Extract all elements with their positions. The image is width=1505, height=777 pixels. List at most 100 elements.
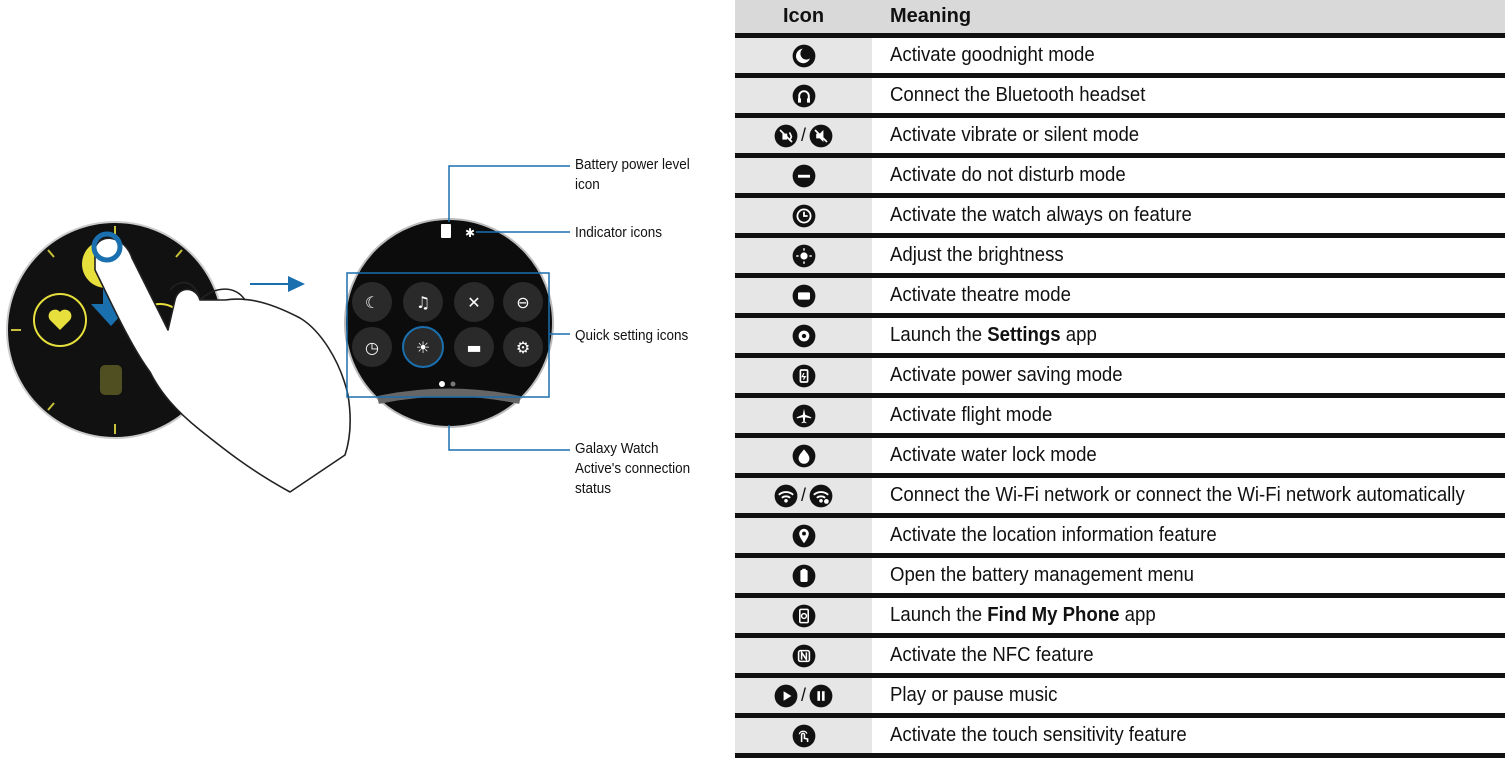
meaning-cell: Activate theatre mode <box>872 275 1505 318</box>
table-header-row: Icon Meaning <box>735 0 1505 38</box>
table-row: Activate power saving mode <box>735 355 1505 398</box>
icon-cell <box>735 715 872 758</box>
table-row: Activate the NFC feature <box>735 635 1505 678</box>
meaning-text-pre: Activate the NFC feature <box>890 644 1094 666</box>
meaning-cell: Activate the location information featur… <box>872 515 1505 558</box>
meaning-text: Launch the Settings app <box>890 324 1097 347</box>
meaning-cell: Activate the NFC feature <box>872 635 1505 678</box>
icon-cell <box>735 395 872 438</box>
meaning-text-pre: Activate the watch always on feature <box>890 204 1192 226</box>
theatre-icon <box>792 284 815 307</box>
meaning-text-pre: Activate goodnight mode <box>890 44 1095 66</box>
header-icon: Icon <box>735 0 872 38</box>
moon-icon <box>792 44 815 67</box>
icon-cell <box>735 515 872 558</box>
icon-separator: / <box>800 125 806 145</box>
meaning-text-pre: Launch the <box>890 604 988 626</box>
svg-text:◷: ◷ <box>365 338 379 357</box>
svg-text:⊖: ⊖ <box>516 293 529 312</box>
meaning-text: Connect the Wi-Fi network or connect the… <box>890 484 1465 507</box>
meaning-cell: Activate flight mode <box>872 395 1505 438</box>
svg-text:⚙: ⚙ <box>516 338 530 357</box>
touch-sensitivity-icon <box>792 724 815 747</box>
meaning-text: Open the battery management menu <box>890 564 1194 587</box>
callout-connection-line1: Galaxy Watch <box>575 440 659 457</box>
icon-cell <box>735 275 872 318</box>
icon-cell <box>735 195 872 238</box>
wifi-auto-icon <box>809 484 833 507</box>
meaning-text: Adjust the brightness <box>890 244 1064 267</box>
meaning-text-bold: Settings <box>987 324 1061 346</box>
meaning-text: Connect the Bluetooth headset <box>890 84 1145 107</box>
meaning-cell: Adjust the brightness <box>872 235 1505 278</box>
do-not-disturb-icon <box>792 164 815 187</box>
meaning-text: Play or pause music <box>890 684 1057 707</box>
table-row: Activate flight mode <box>735 395 1505 438</box>
water-drop-icon <box>792 444 815 467</box>
watch-illustration: ✱ ☾ ♫ ✕ ⊖ ◷ ☀ ▬ ⚙ <box>6 165 570 493</box>
icon-cell <box>735 35 872 78</box>
table-row: Activate goodnight mode <box>735 35 1505 78</box>
meaning-text-pre: Activate the location information featur… <box>890 524 1217 546</box>
touch-point <box>91 231 123 263</box>
table-row: Connect the Bluetooth headset <box>735 75 1505 118</box>
meaning-text: Activate theatre mode <box>890 284 1071 307</box>
meaning-cell: Activate the touch sensitivity feature <box>872 715 1505 758</box>
svg-text:☀: ☀ <box>416 338 430 357</box>
svg-text:♫: ♫ <box>416 293 430 312</box>
wifi-icon <box>774 484 798 507</box>
table-row: Activate the touch sensitivity feature <box>735 715 1505 758</box>
callout-quick-line1: Quick setting icons <box>575 327 689 344</box>
table-row: /Connect the Wi-Fi network or connect th… <box>735 475 1505 518</box>
meaning-text-post: app <box>1060 324 1097 346</box>
table-row: Activate theatre mode <box>735 275 1505 318</box>
table-row: Adjust the brightness <box>735 235 1505 278</box>
callout-indicator-line1: Indicator icons <box>575 224 663 241</box>
meaning-text-pre: Launch the <box>890 324 988 346</box>
meaning-text: Activate the NFC feature <box>890 644 1094 667</box>
callout-battery-line1: Battery power level <box>575 156 690 173</box>
meaning-text-pre: Activate vibrate or silent mode <box>890 124 1140 146</box>
icon-cell <box>735 75 872 118</box>
meaning-text: Activate flight mode <box>890 404 1052 427</box>
power-saving-icon <box>792 364 815 387</box>
meaning-text: Activate power saving mode <box>890 364 1123 387</box>
meaning-cell: Activate do not disturb mode <box>872 155 1505 198</box>
meaning-text-pre: Activate power saving mode <box>890 364 1123 386</box>
meaning-cell: Launch the Find My Phone app <box>872 595 1505 638</box>
nfc-icon <box>792 644 815 667</box>
callout-indicator-icons: Indicator icons <box>575 223 662 243</box>
vibrate-icon <box>774 124 798 147</box>
callout-quick-setting-icons: Quick setting icons <box>575 326 688 346</box>
meaning-text-pre: Connect the Bluetooth headset <box>890 84 1146 106</box>
meaning-text: Launch the Find My Phone app <box>890 604 1156 627</box>
meaning-text-pre: Open the battery management menu <box>890 564 1194 586</box>
table-row: Activate the location information featur… <box>735 515 1505 558</box>
meaning-text-pre: Adjust the brightness <box>890 244 1064 266</box>
airplane-icon <box>792 404 815 427</box>
meaning-cell: Activate water lock mode <box>872 435 1505 478</box>
pause-icon <box>809 684 833 707</box>
meaning-text: Activate vibrate or silent mode <box>890 124 1139 147</box>
callout-lines <box>346 165 570 451</box>
table-row: Open the battery management menu <box>735 555 1505 598</box>
callout-battery-power-level: Battery power level icon <box>575 155 690 195</box>
icon-cell: / <box>735 115 872 158</box>
meaning-text: Activate goodnight mode <box>890 44 1095 67</box>
callout-battery-line2: icon <box>575 176 600 193</box>
meaning-cell: Activate power saving mode <box>872 355 1505 398</box>
meaning-text-post: app <box>1119 604 1156 626</box>
meaning-text: Activate do not disturb mode <box>890 164 1126 187</box>
right-watch-face: ✱ ☾ ♫ ✕ ⊖ ◷ ☀ ▬ ⚙ <box>344 218 554 428</box>
meaning-cell: Connect the Wi-Fi network or connect the… <box>872 475 1505 518</box>
svg-text:▬: ▬ <box>466 338 481 357</box>
meaning-text: Activate the touch sensitivity feature <box>890 724 1187 747</box>
icon-cell <box>735 355 872 398</box>
meaning-cell: Activate the watch always on feature <box>872 195 1505 238</box>
table-row: Launch the Find My Phone app <box>735 595 1505 638</box>
table-row: Activate the watch always on feature <box>735 195 1505 238</box>
meaning-cell: Activate goodnight mode <box>872 35 1505 78</box>
svg-text:☾: ☾ <box>365 293 379 312</box>
icon-cell <box>735 595 872 638</box>
